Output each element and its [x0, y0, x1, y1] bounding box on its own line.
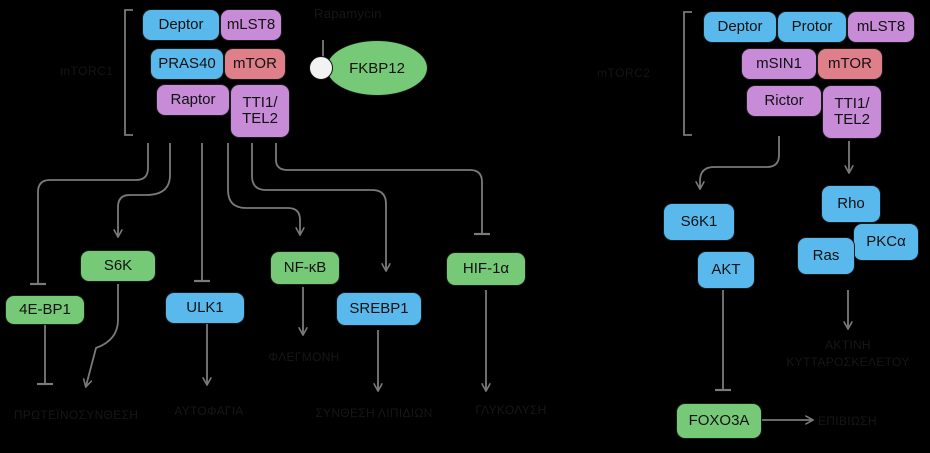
edge-mtorc1-4ebp1: [30, 143, 149, 286]
mtorc2-mtor: mTOR: [817, 48, 883, 80]
edge-s6k-protein-synthesis: [86, 284, 119, 386]
edge-mtorc2-s6k1: [700, 136, 780, 188]
edge-mtorc1-s6k: [118, 143, 171, 236]
mtorc2-msin1: mSIN1: [741, 48, 817, 80]
target-rho: Rho: [821, 185, 881, 223]
edge-mtorc1-nfkb: [227, 143, 300, 234]
outcome-survival: ΕΠΙΒΙΩΣΗ: [818, 414, 877, 428]
mtorc2-rictor: Rictor: [746, 85, 822, 117]
edge-mtorc1-srebp1: [251, 143, 386, 270]
target-s6k: S6K: [80, 250, 156, 282]
target-pkca: PKCα: [853, 223, 919, 261]
mtorc1-mtor: mTOR: [224, 48, 286, 80]
rapamycin-label: Rapamycin: [314, 6, 382, 21]
mtorc2-deptor: Deptor: [703, 11, 777, 43]
mtorc2-mlst8: mLST8: [847, 11, 915, 43]
mtorc1-tti1-tel2: TTI1/ TEL2: [230, 84, 290, 138]
target-s6k1: S6K1: [663, 203, 735, 241]
mtorc1-label: mTORC1: [60, 64, 114, 78]
edge-mtorc1-hif1a: [275, 143, 490, 236]
target-foxo3a: FOXO3A: [676, 403, 762, 439]
target-ulk1: ULK1: [165, 292, 245, 324]
target-srebp1: SREBP1: [336, 292, 422, 326]
outcome-actin: ΑΚΤΙΝΗ: [825, 338, 871, 352]
outcome-cytoskeleton: ΚΥΤΤΑΡΟΣΚΕΛΕΤΟΥ: [786, 355, 910, 369]
target-ras: Ras: [797, 237, 855, 275]
mtorc2-tti1-tel2: TTI1/ TEL2: [822, 85, 882, 139]
target-akt: AKT: [697, 251, 755, 289]
mtorc1-pras40: PRAS40: [150, 48, 224, 80]
outcome-autophagy: ΑΥΤΟΦΑΓΙΑ: [174, 404, 244, 418]
target-hif-1a: HIF-1α: [446, 252, 526, 286]
mtorc2-bracket: [683, 11, 692, 136]
mtorc2-label: mTORC2: [597, 66, 651, 80]
fkbp12: FKBP12: [326, 40, 428, 96]
outcome-glycolysis: ΓΛΥΚΟΛΥΣΗ: [475, 403, 547, 417]
target-4e-bp1: 4E-BP1: [5, 295, 85, 325]
mtorc2-protor: Protor: [777, 11, 847, 43]
outcome-lipid-synthesis: ΣΥΝΘΕΣΗ ΛΙΠΙΔΙΩΝ: [315, 406, 433, 420]
outcome-protein-synthesis: ΠΡΩΤΕΪΝΟΣΥΝΘΕΣΗ: [13, 408, 139, 422]
mtorc1-mlst8: mLST8: [220, 9, 282, 41]
outcome-inflammation: ΦΛΕΓΜΟΝΗ: [268, 350, 340, 364]
mtorc1-raptor: Raptor: [156, 84, 230, 116]
mtorc1-deptor: Deptor: [142, 9, 220, 41]
target-nf-kb: NF-κB: [270, 251, 340, 285]
rapamycin-molecule: [309, 56, 333, 80]
mtorc1-bracket: [124, 9, 133, 136]
